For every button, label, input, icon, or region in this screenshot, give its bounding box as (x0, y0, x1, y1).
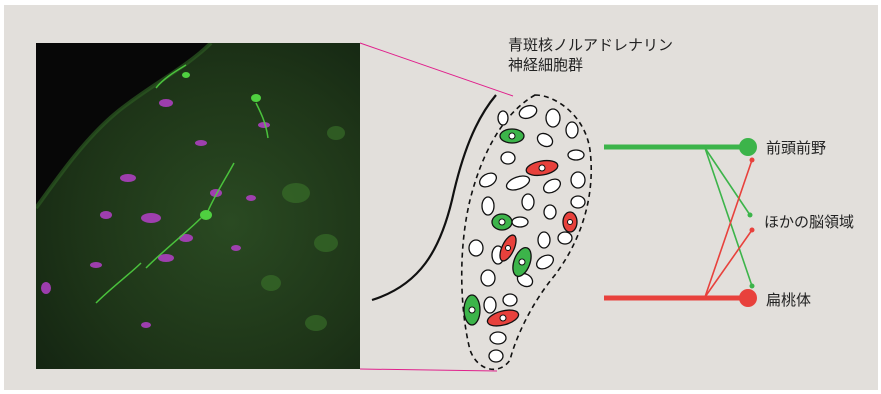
brain-outline (371, 94, 497, 302)
title-line-2: 神経細胞群 (508, 56, 584, 74)
diagram-title: 青斑核ノルアドレナリン 神経細胞群 (508, 35, 673, 75)
zoom-guide-bottom (359, 368, 498, 372)
neuron-cells-green (463, 128, 532, 326)
title-line-1: 青斑核ノルアドレナリン (508, 36, 674, 54)
microscopy-svg (36, 43, 360, 369)
projection-lines (604, 144, 753, 301)
neuron-cells-white (468, 104, 586, 363)
microscopy-image (36, 43, 360, 369)
label-prefrontal-cortex: 前頭前野 (766, 139, 827, 157)
zoom-guide-top (359, 42, 514, 97)
neuron-nuclei (468, 132, 573, 322)
locus-coeruleus-outline (460, 94, 593, 371)
target-dots (739, 138, 757, 307)
label-amygdala: 扁桃体 (766, 291, 812, 309)
label-other-brain-regions: ほかの脳領域 (764, 213, 855, 231)
